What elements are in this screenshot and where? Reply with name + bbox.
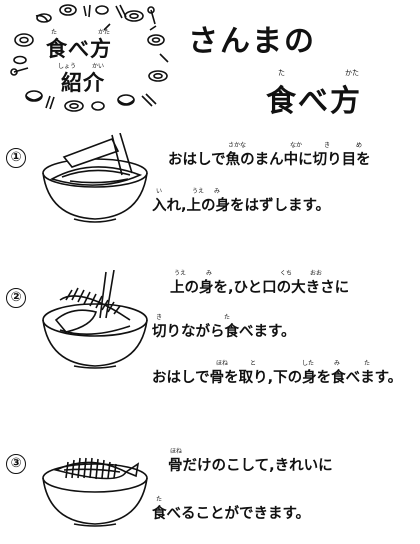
step-3-line-2: 食べることができます。: [152, 506, 311, 522]
page-title-line1: さんまの: [188, 24, 316, 59]
title-ruby-kata: かた: [345, 69, 359, 77]
step-2-line-3: おはしで骨を取り,下の身を食べます。: [152, 370, 403, 386]
tableware-wreath-illustration: [10, 4, 169, 112]
emblem-ruby-kata: かた: [98, 29, 111, 36]
step-2-line-1: 上の身を,ひと口の大きさに: [170, 280, 350, 296]
emblem-title-line2: 紹介: [61, 71, 105, 95]
step-2-line-2: 切りながら食べます。: [152, 324, 296, 340]
step-1-line-2: 入れ,上の身をはずします。: [152, 198, 331, 214]
emblem-ruby-shou: しょう: [58, 63, 77, 70]
step-3-line-1: 骨だけのこして,きれいに: [168, 458, 333, 474]
emblem-ruby-ta: た: [51, 29, 58, 36]
step-1-line-1: おはしで魚のまん中に切り目を: [168, 152, 371, 168]
emblem-title-line1: 食べ方: [46, 37, 112, 61]
step-number-3: ③: [6, 452, 26, 474]
bowl-fish-eating-illustration: [42, 270, 148, 369]
step-number-2: ②: [6, 286, 26, 308]
emblem: た かた 食べ方 しょう かい 紹介: [6, 2, 174, 114]
bowl-fish-whole-illustration: [42, 133, 148, 223]
emblem-ruby-kai: かい: [92, 63, 105, 70]
bowl-fish-bones-illustration: [42, 457, 148, 527]
title-ruby-ta: た: [278, 69, 285, 77]
step-number-1: ①: [6, 146, 26, 168]
page-title-line2: 食べ方: [266, 84, 362, 119]
